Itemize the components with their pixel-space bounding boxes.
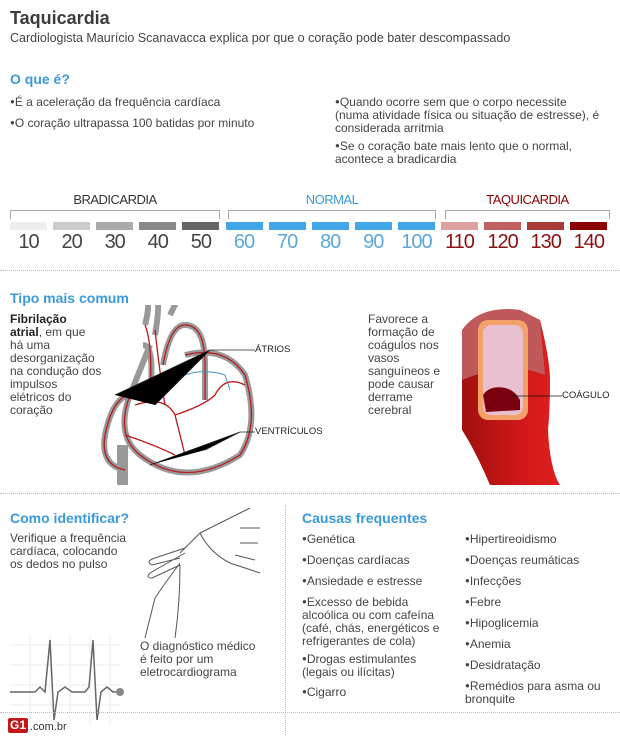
cause-item: Hipertireoidismo — [465, 532, 615, 546]
cause-item: Ansiedade e estresse — [302, 574, 422, 588]
scale-value: 20 — [61, 231, 82, 253]
cause-item: Cigarro — [302, 685, 346, 699]
atria-label: ÁTRIOS — [255, 344, 291, 355]
cause-item: Anemia — [465, 637, 615, 651]
scale-bar-50 — [182, 222, 220, 230]
scale-category-bradicardia: BRADICARDIA — [73, 192, 157, 207]
causes-heading: Causas frequentes — [302, 510, 428, 526]
scale-value: 60 — [233, 231, 255, 253]
scale-value: 110 — [445, 231, 475, 253]
scale-value: 70 — [276, 231, 298, 253]
scale-bar-130 — [527, 222, 565, 230]
bracket — [445, 210, 610, 219]
identify-heading: Como identificar? — [10, 510, 130, 526]
hand-pulse-illustration — [144, 507, 261, 639]
scale-bar-20 — [53, 222, 91, 230]
cause-item: Hipoglicemia — [465, 616, 615, 630]
bracket — [228, 210, 436, 219]
scale-bar-70 — [268, 222, 306, 230]
bracket — [10, 210, 220, 219]
divider — [0, 270, 620, 271]
type-description: Fibrilação atrial, em que há uma desorga… — [10, 313, 102, 417]
scale-value: 50 — [190, 231, 212, 253]
effect-text: Favorece a formação de coágulos nos vaso… — [368, 312, 441, 417]
cause-item: Desidratação — [465, 658, 615, 672]
scale-bar-60 — [225, 222, 263, 230]
ecg-text: O diagnóstico médico é feito por um elet… — [140, 639, 256, 679]
what-bullet: Se o coração bate mais lento que o norma… — [335, 139, 585, 166]
scale-value: 90 — [363, 231, 384, 253]
cause-item: Excesso de bebida alcoólica ou com cafeí… — [302, 595, 452, 648]
divider — [0, 493, 620, 494]
blood-vessel-illustration — [462, 309, 562, 485]
scale-bar-90 — [354, 222, 392, 230]
cause-item: Doenças reumáticas — [465, 553, 615, 567]
cause-item: Drogas estimulantes (legais ou ilícitas) — [302, 652, 432, 679]
scale-bar-30 — [96, 222, 134, 230]
scale-value: 30 — [104, 231, 126, 253]
scale-bar-110 — [441, 222, 478, 230]
cause-item: Remédios para asma ou bronquite — [465, 679, 615, 706]
type-name: Fibrilação atrial — [10, 312, 67, 339]
cause-item: Infecções — [465, 574, 615, 588]
ecg-icon — [10, 635, 124, 725]
scale-bar-140 — [570, 222, 608, 230]
scale-value: 130 — [530, 231, 562, 253]
type-text: , em que há uma desorganização na conduç… — [10, 325, 102, 417]
scale-value: 100 — [401, 231, 432, 253]
g1-logo: G1 — [8, 718, 28, 733]
scale-value: 10 — [18, 231, 39, 253]
clot-label: COÁGULO — [562, 390, 610, 401]
page-title: Taquicardia — [10, 8, 110, 28]
footer-domain: .com.br — [30, 721, 67, 733]
what-heading: O que é? — [10, 71, 70, 87]
scale-category-normal: NORMAL — [305, 192, 359, 207]
scale-value: 40 — [147, 231, 169, 253]
scale-bar-120 — [484, 222, 522, 230]
cause-item: Doenças cardíacas — [302, 553, 410, 567]
scale-bar-100 — [397, 222, 435, 230]
scale-value: 80 — [320, 231, 341, 253]
divider — [285, 505, 286, 735]
cause-item: Febre — [465, 595, 615, 609]
scale-bar-40 — [139, 222, 177, 230]
what-bullet: O coração ultrapassa 100 batidas por min… — [10, 116, 254, 130]
divider — [0, 712, 620, 713]
scale-category-taquicardia: TAQUICARDIA — [486, 192, 569, 207]
ventricles-label: VENTRÍCULOS — [255, 426, 323, 437]
pulse-text: Verifique a frequência cardíaca, colocan… — [10, 531, 127, 571]
scale-bar-10 — [10, 222, 47, 230]
page-subtitle: Cardiologista Maurício Scanavacca explic… — [10, 31, 511, 45]
type-heading: Tipo mais comum — [10, 290, 129, 306]
heart-illustration — [101, 305, 255, 485]
scale-value: 140 — [573, 231, 605, 253]
what-bullet: Quando ocorre sem que o corpo necessite … — [335, 95, 600, 135]
cause-item: Genética — [302, 532, 355, 546]
what-bullet: É a aceleração da frequência cardíaca — [10, 95, 220, 109]
scale-bar-80 — [311, 222, 349, 230]
scale-value: 120 — [487, 231, 518, 253]
